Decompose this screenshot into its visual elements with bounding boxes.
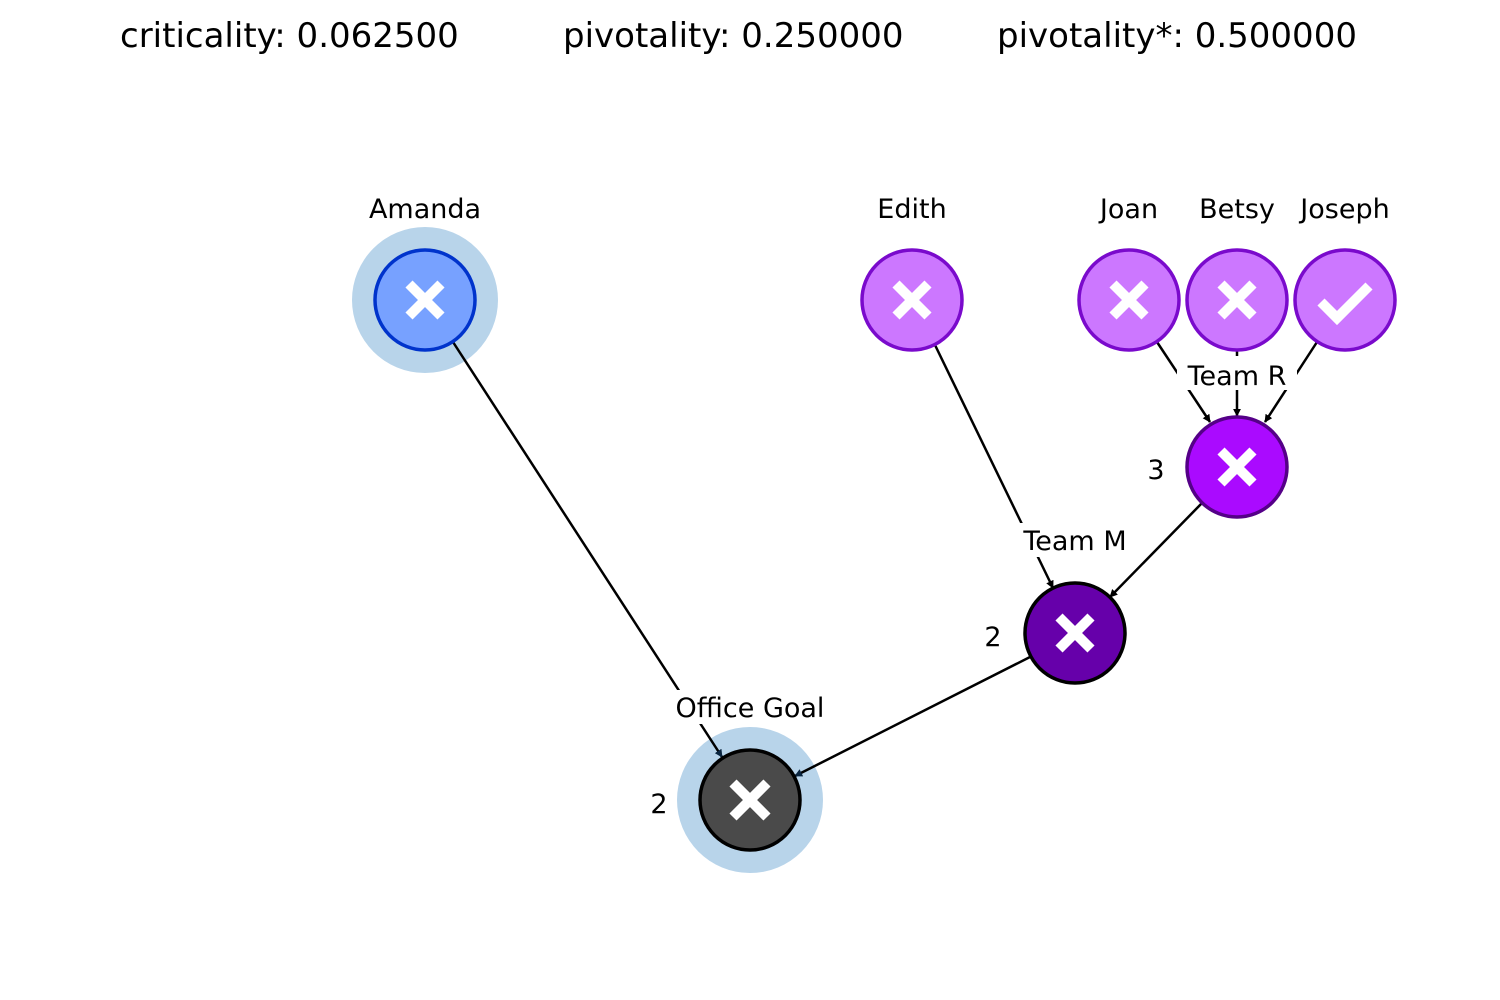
check-mark-icon — [1317, 282, 1373, 326]
amanda-label: Amanda — [369, 194, 481, 225]
edge-team-m-to-office-goal — [794, 655, 1031, 778]
criticality-metric: criticality: 0.062500 — [120, 16, 459, 56]
joseph-label: Joseph — [1298, 194, 1389, 225]
team-r-label-bg — [1177, 356, 1297, 390]
node-joan — [1077, 248, 1181, 352]
x-mark-icon — [729, 779, 771, 821]
team-m-label: Team M — [1022, 526, 1126, 557]
office-goal-label-bg — [665, 690, 835, 724]
office-goal-threshold: 2 — [650, 789, 667, 820]
team-m-label-bg — [1012, 523, 1138, 557]
node-joseph — [1293, 248, 1397, 352]
node-office-goal — [698, 748, 802, 852]
x-mark-icon — [1217, 447, 1257, 487]
node-team-m — [1023, 581, 1127, 685]
x-mark-icon — [892, 280, 932, 320]
x-mark-icon — [1217, 280, 1257, 320]
node-edith — [860, 248, 964, 352]
joseph-node-circle — [1293, 248, 1397, 352]
team-r-label: Team R — [1187, 361, 1287, 392]
node-betsy — [1185, 248, 1289, 352]
pivotality-metric: pivotality: 0.250000 — [563, 16, 903, 56]
pivotality-star-metric: pivotality*: 0.500000 — [997, 16, 1357, 56]
edge-amanda-to-office-goal — [451, 341, 724, 758]
edge-team-r-to-team-m — [1109, 502, 1203, 598]
edith-label: Edith — [877, 194, 946, 225]
x-mark-icon — [405, 280, 445, 320]
betsy-label: Betsy — [1199, 194, 1275, 225]
joan-label: Joan — [1098, 194, 1158, 225]
node-team-r — [1185, 415, 1289, 519]
office-goal-label: Office Goal — [676, 693, 825, 724]
team-m-threshold: 2 — [984, 622, 1001, 653]
node-amanda — [373, 248, 477, 352]
team-r-threshold: 3 — [1147, 455, 1164, 486]
x-mark-icon — [1055, 613, 1095, 653]
x-mark-icon — [1109, 280, 1149, 320]
